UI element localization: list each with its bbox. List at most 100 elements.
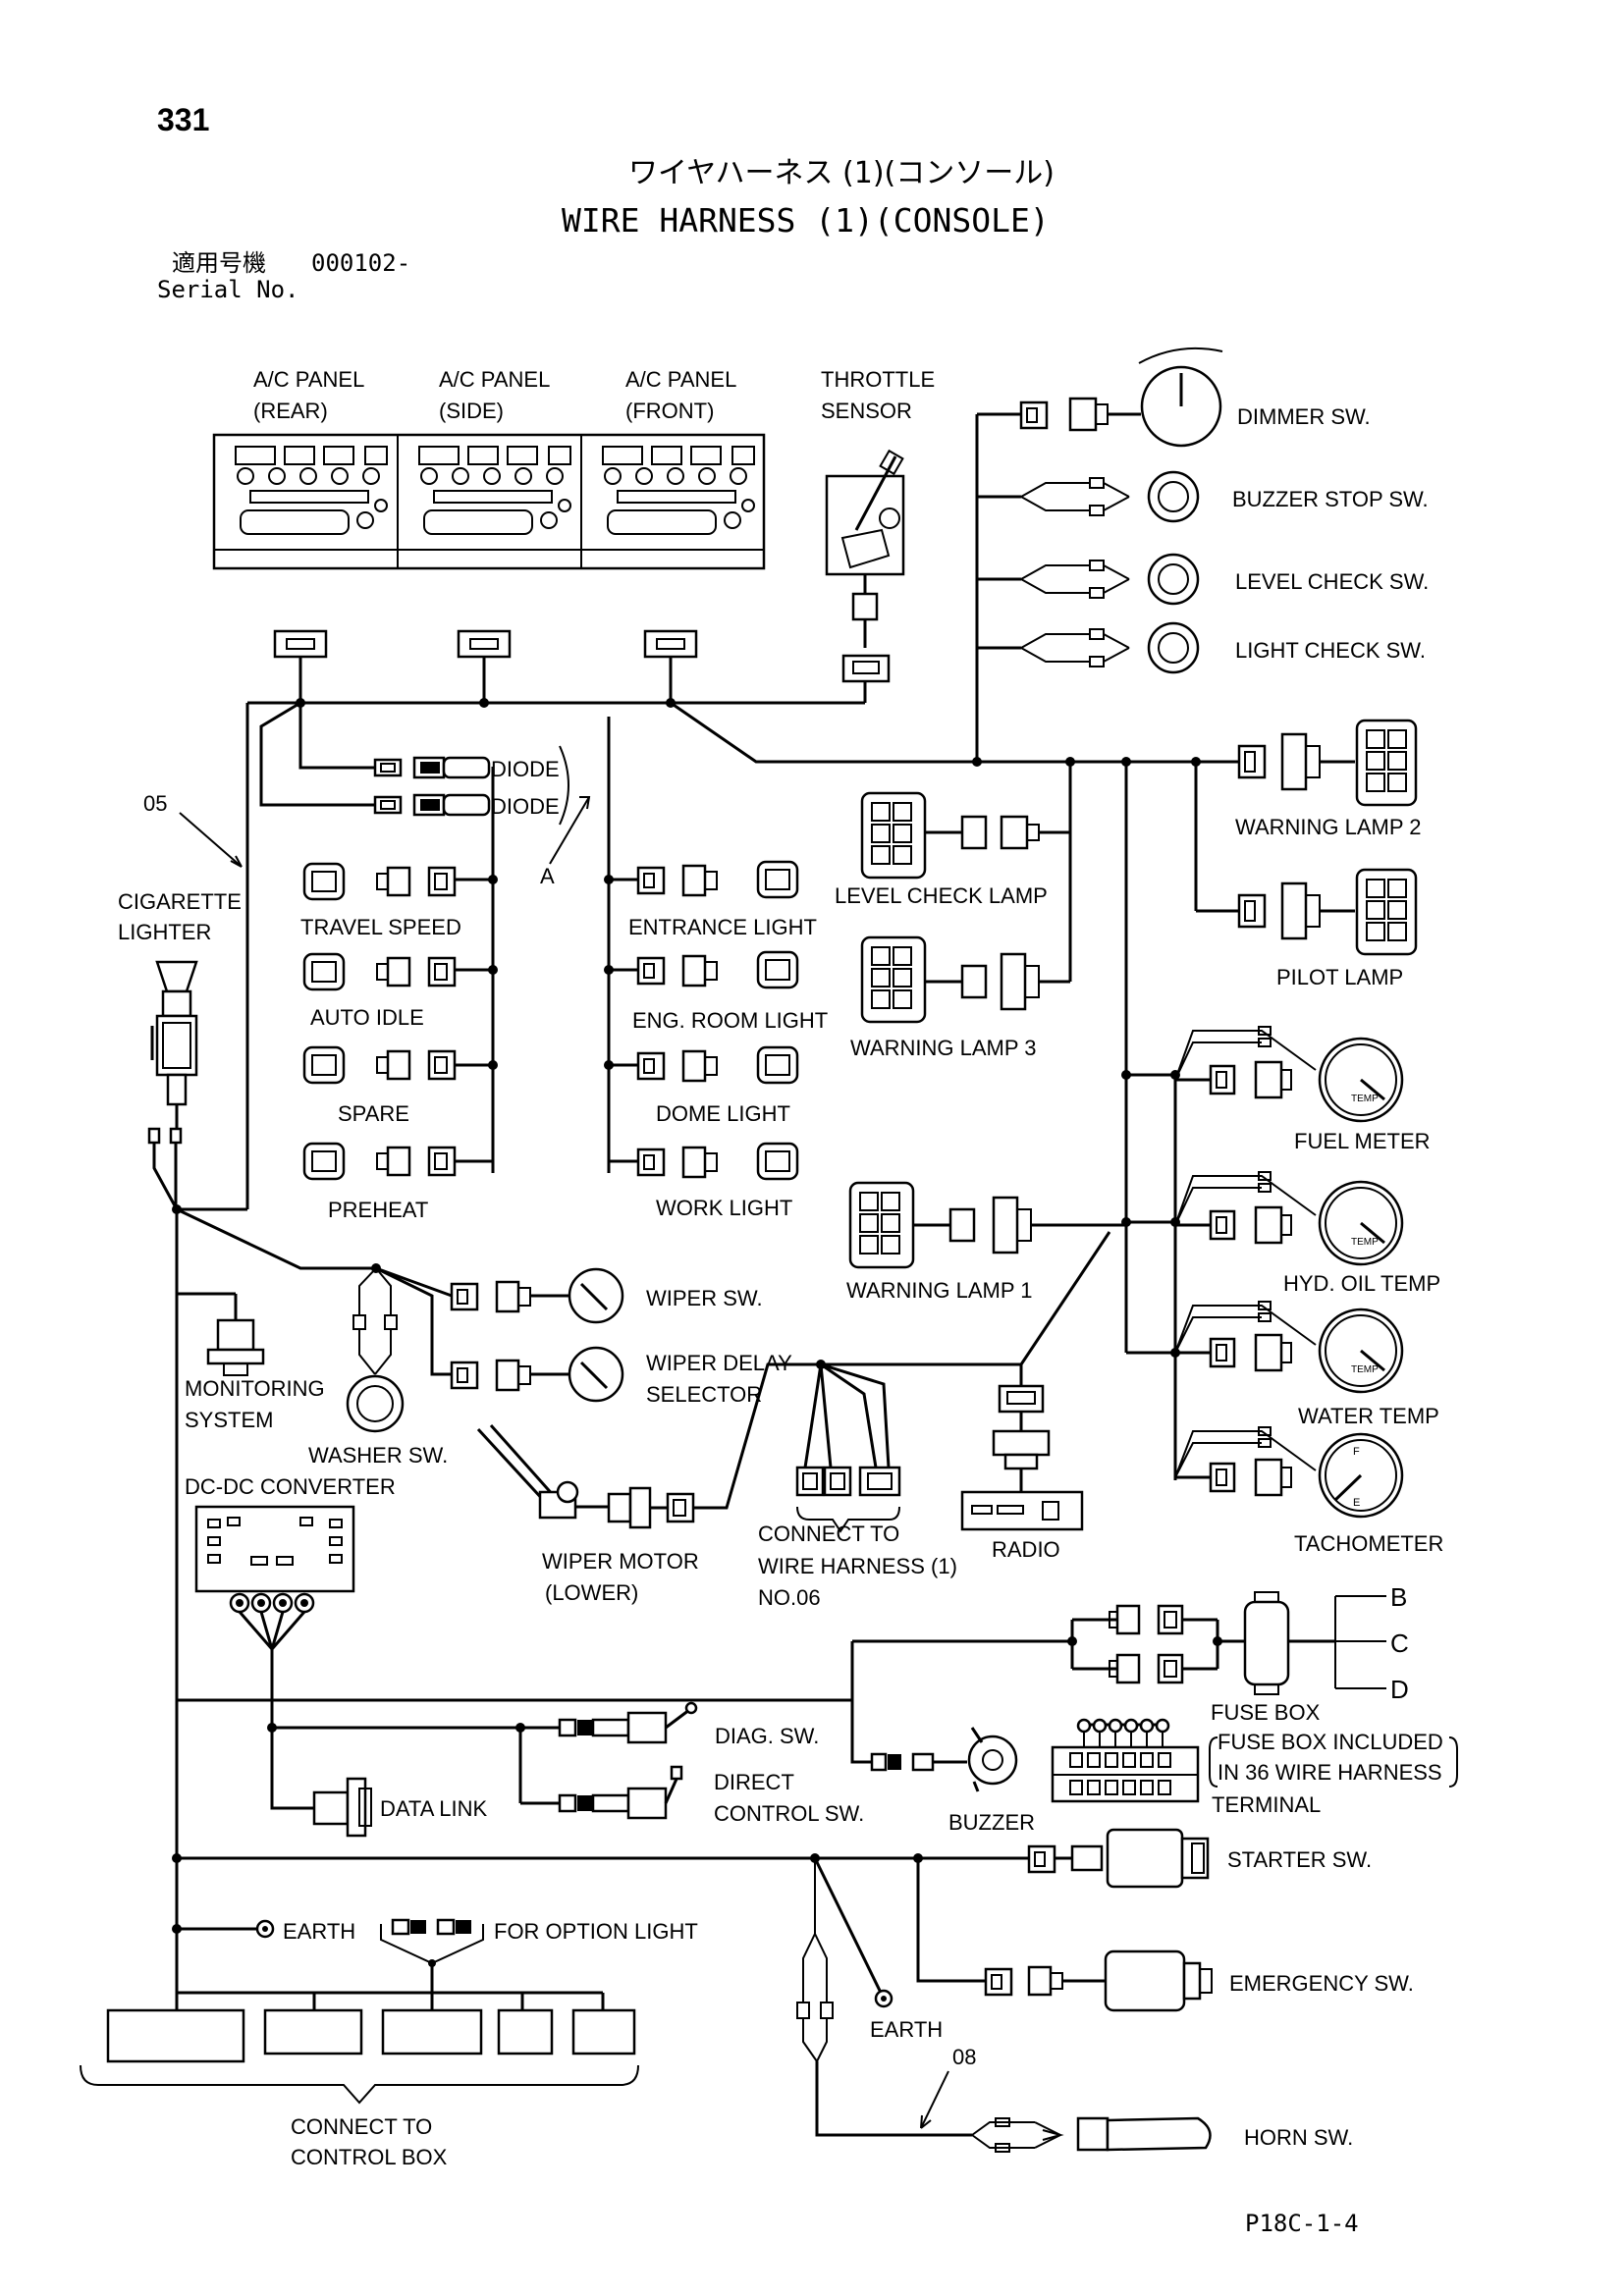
water-temp-gauge: TEMP WATER TEMP xyxy=(1174,1301,1439,1428)
dcdc-label: DC-DC CONVERTER xyxy=(185,1474,396,1499)
ac-panel-connectors xyxy=(273,629,698,659)
cigarette-label-2: LIGHTER xyxy=(118,920,211,944)
starter-emergency-horn: STARTER SW. EMERGENCY SW. EARTH xyxy=(172,1828,1414,2153)
direct-control-label-1: DIRECT xyxy=(714,1770,794,1794)
level-check-lamp-label: LEVEL CHECK LAMP xyxy=(835,883,1048,908)
warning-lamp-3: WARNING LAMP 3 xyxy=(850,935,1070,1060)
light-check-switch: LIGHT CHECK SW. xyxy=(1020,621,1426,674)
work-light-label: WORK LIGHT xyxy=(656,1196,792,1220)
dimmer-switch: DIMMER SW. xyxy=(1019,347,1371,448)
washer-sw-label: WASHER SW. xyxy=(308,1443,448,1468)
wiper-sw-label: WIPER SW. xyxy=(646,1286,763,1310)
throttle-sensor: THROTTLE SENSOR xyxy=(821,367,935,683)
control-box-connector-4 xyxy=(497,2008,554,2056)
buzzer-label: BUZZER xyxy=(948,1810,1035,1835)
wiper-motor: WIPER MOTOR (LOWER) xyxy=(476,1362,821,1605)
diag-sw-label: DIAG. SW. xyxy=(715,1724,819,1748)
direct-control-switch: DIRECT CONTROL SW. xyxy=(558,1765,864,1826)
level-check-sw-label: LEVEL CHECK SW. xyxy=(1235,569,1429,594)
emergency-switch: EMERGENCY SW. xyxy=(916,1858,1414,2012)
ac-rear-label-2: (REAR) xyxy=(253,399,328,423)
ac-side-label-1: A/C PANEL xyxy=(439,367,550,392)
water-gauge-face: TEMP xyxy=(1351,1364,1379,1375)
main-harness-wiring xyxy=(175,414,1239,2061)
drawing-code: P18C-1-4 xyxy=(1245,2210,1359,2237)
diode-2-label: DIODE xyxy=(491,794,560,819)
left-switch-bank: TRAVEL SPEED AUTO IDLE SPARE PREHEAT xyxy=(300,767,495,1222)
dimmer-label: DIMMER SW. xyxy=(1237,404,1371,429)
ac-front-label-2: (FRONT) xyxy=(625,399,714,423)
dome-light-switch: DOME LIGHT xyxy=(609,1045,799,1126)
washer-switch: WASHER SW. xyxy=(308,1267,448,1468)
wiper-delay-selector: WIPER DELAY SELECTOR xyxy=(450,1346,792,1407)
warning-lamp-2-label: WARNING LAMP 2 xyxy=(1235,815,1421,839)
earth-2: EARTH xyxy=(813,1857,943,2042)
hyd-oil-temp-label: HYD. OIL TEMP xyxy=(1283,1271,1440,1296)
fuel-gauge-face: TEMP xyxy=(1351,1094,1379,1104)
fuse-b-label: B xyxy=(1390,1582,1407,1612)
ac-rear-label-1: A/C PANEL xyxy=(253,367,364,392)
light-check-sw-label: LIGHT CHECK SW. xyxy=(1235,638,1426,663)
harness-05-marker: 05 xyxy=(143,791,243,868)
diode-1-label: DIODE xyxy=(491,757,560,781)
fuse-d-label: D xyxy=(1390,1675,1409,1704)
ac-side-label-2: (SIDE) xyxy=(439,399,504,423)
data-link: DATA LINK xyxy=(270,1728,488,1838)
tachometer-label: TACHOMETER xyxy=(1294,1531,1443,1556)
connect-harness-label-3: NO.06 xyxy=(758,1585,821,1610)
warning-lamp-2: WARNING LAMP 2 xyxy=(1196,719,1421,839)
serial-label-japanese: 適用号機 xyxy=(172,249,266,277)
direct-control-label-2: CONTROL SW. xyxy=(714,1801,864,1826)
level-check-switch: LEVEL CHECK SW. xyxy=(1020,553,1429,606)
horn-sw-label: HORN SW. xyxy=(1244,2125,1353,2150)
spare-switch: SPARE xyxy=(302,1045,493,1126)
serial-label-english: Serial No. xyxy=(157,276,299,303)
right-switch-column: DIMMER SW. BUZZER STOP SW. LEVEL CHECK S… xyxy=(977,347,1429,674)
wiper-motor-label-1: WIPER MOTOR xyxy=(542,1549,699,1574)
fuse-c-label: C xyxy=(1390,1629,1409,1658)
terminal-label: TERMINAL xyxy=(1212,1792,1321,1817)
starter-switch: STARTER SW. xyxy=(1027,1828,1372,1889)
harness-08-label: 08 xyxy=(952,2045,976,2069)
harness-08-marker: 08 xyxy=(920,2045,976,2129)
connect-harness-label-1: CONNECT TO xyxy=(758,1522,899,1546)
control-box-connector-1 xyxy=(106,2008,245,2063)
monitoring-label-2: SYSTEM xyxy=(185,1408,273,1432)
control-box-area: EARTH FOR OPTION LIGHT CONNECT TO CONTRO… xyxy=(80,1918,698,2169)
starter-sw-label: STARTER SW. xyxy=(1227,1847,1372,1872)
work-light-switch: WORK LIGHT xyxy=(609,1142,799,1220)
emergency-sw-label: EMERGENCY SW. xyxy=(1229,1971,1414,1996)
preheat-label: PREHEAT xyxy=(328,1198,428,1222)
eng-room-light-label: ENG. ROOM LIGHT xyxy=(632,1008,828,1033)
auto-idle-switch: AUTO IDLE xyxy=(302,952,493,1030)
fuse-box: B C D FUSE BOX FUSE BOX INCLUDED IN 36 W… xyxy=(177,1582,1458,1788)
title-japanese: ワイヤハーネス (1)(コンソール) xyxy=(628,156,1055,190)
connect-harness-06: CONNECT TO WIRE HARNESS (1) NO.06 xyxy=(758,1231,1111,1610)
data-link-label: DATA LINK xyxy=(380,1796,488,1821)
earth-1-label: EARTH xyxy=(283,1919,355,1944)
auto-idle-label: AUTO IDLE xyxy=(310,1005,424,1030)
buzzer-stop-switch: BUZZER STOP SW. xyxy=(1020,470,1429,523)
dome-light-label: DOME LIGHT xyxy=(656,1101,790,1126)
buzzer-stop-label: BUZZER STOP SW. xyxy=(1232,487,1429,511)
dcdc-converter: DC-DC CONVERTER xyxy=(185,1474,396,1698)
tacho-face-f: F xyxy=(1353,1446,1360,1458)
serial-number: 000102- xyxy=(311,249,410,277)
ac-panel-side xyxy=(418,446,571,535)
tachometer-gauge: F E TACHOMETER xyxy=(1174,1426,1443,1556)
fuel-meter-label: FUEL METER xyxy=(1294,1129,1431,1153)
fuse-box-label: FUSE BOX xyxy=(1211,1700,1321,1725)
cigarette-lighter: CIGARETTE LIGHTER xyxy=(118,889,242,1210)
title-english: WIRE HARNESS (1)(CONSOLE) xyxy=(562,201,1050,240)
level-check-lamp: LEVEL CHECK LAMP xyxy=(835,791,1070,908)
wiper-delay-label-2: SELECTOR xyxy=(646,1382,762,1407)
cigarette-label-1: CIGARETTE xyxy=(118,889,242,914)
fuse-note-1: FUSE BOX INCLUDED xyxy=(1218,1730,1443,1754)
diag-direct-area: DIAG. SW. DIRECT CONTROL SW. DATA LINK B… xyxy=(267,1698,1035,1838)
monitoring-system: MONITORING SYSTEM xyxy=(177,1292,325,1432)
diode-ref-label: A xyxy=(540,864,555,888)
spare-label: SPARE xyxy=(338,1101,409,1126)
control-box-connector-2 xyxy=(263,2008,363,2056)
ac-panel-group: A/C PANEL (REAR) A/C PANEL (SIDE) A/C PA… xyxy=(212,367,766,570)
control-box-label-2: CONTROL BOX xyxy=(291,2145,448,2169)
